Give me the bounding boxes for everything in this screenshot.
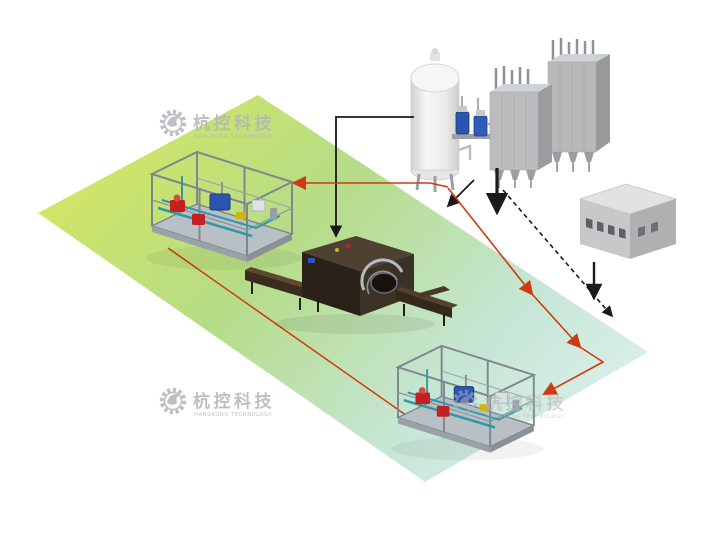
watermark-text-en: HANGKONG TECHNOLOGY	[486, 414, 564, 420]
watermark-text-en: HANGKONG TECHNOLOGY	[194, 412, 272, 418]
flow-line-tank-to-machine	[329, 116, 414, 238]
watermark-bottom-center: 杭控科技 HANGKONG TECHNOLOGY	[454, 392, 567, 420]
silo-right	[547, 38, 610, 172]
black-flow-lines	[329, 116, 614, 318]
flow-line-red-to-lower-skid	[542, 346, 605, 396]
flow-line-pump-to-plant	[446, 179, 475, 208]
storage-tank	[410, 48, 472, 192]
utility-building	[578, 183, 678, 259]
red-flow-lines	[291, 175, 605, 396]
flow-line-red-right-1	[447, 187, 534, 296]
watermark-text-cn: 杭控科技	[485, 393, 567, 414]
machine-shadow	[275, 314, 435, 334]
watermark-text-cn: 杭控科技	[193, 391, 275, 412]
flow-line-red-return	[167, 247, 411, 419]
watermark-text-cn: 杭控科技	[193, 113, 275, 134]
flow-line-red-to-upper-skid	[291, 175, 449, 191]
watermark-bottom-left: 杭控科技 HANGKONG TECHNOLOGY	[162, 390, 275, 418]
pump-unit	[452, 96, 521, 139]
watermark-top-left: 杭控科技 HANGKONG TECHNOLOGY	[162, 112, 275, 140]
machine-indicator-yellow	[335, 248, 339, 252]
silo-left	[489, 66, 552, 188]
building-windows-side	[638, 221, 658, 237]
building-windows-front	[586, 218, 626, 239]
flow-line-red-right-2	[531, 293, 582, 349]
machine-indicator-red	[345, 243, 351, 249]
watermark-text-en: HANGKONG TECHNOLOGY	[194, 134, 272, 140]
central-machine	[245, 236, 458, 326]
